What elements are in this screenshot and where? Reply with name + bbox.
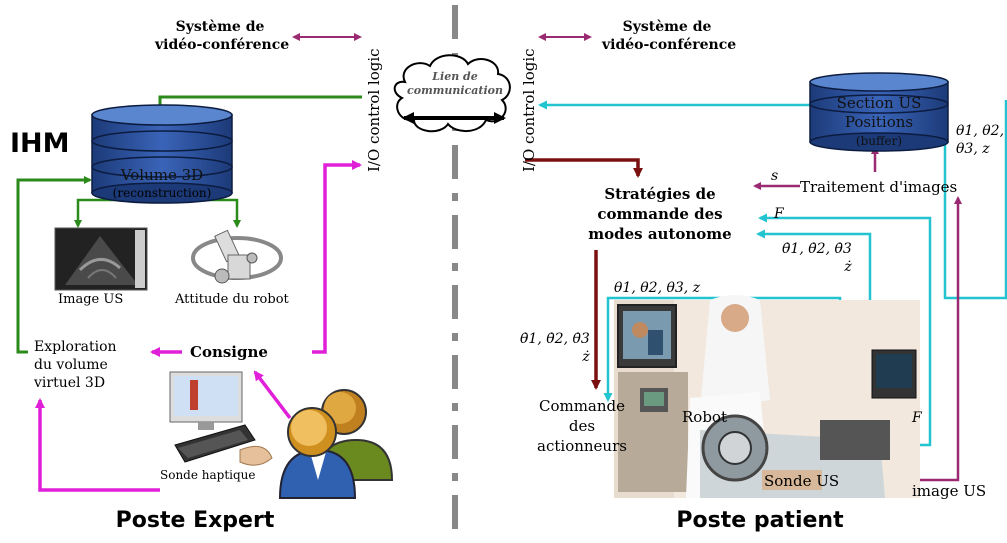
wire-volume-to-robot <box>160 198 241 228</box>
buffer-line3: (buffer) <box>855 134 903 148</box>
poste-expert-title: Poste Expert <box>115 508 275 533</box>
strategies-label: Stratégies de commande des modes autonom… <box>574 184 746 244</box>
traitement-label: Traitement d'images <box>800 178 958 196</box>
sonde-haptique-label: Sonde haptique <box>160 468 256 482</box>
haptic-workstation-icon <box>169 371 273 466</box>
wire-io-to-strategies <box>525 158 643 178</box>
theta-positions-label: θ1, θ2, θ3, z <box>956 122 1004 158</box>
buffer-line2: Positions <box>844 113 914 131</box>
theta-positions-line2: θ3, z <box>956 141 990 157</box>
F-label-robot: F <box>912 410 922 426</box>
theta-dot-line1: θ̇1, θ̇2, θ̇3 <box>782 241 852 257</box>
volume-3d-label: Volume 3D <box>120 166 204 184</box>
link-line2: communication <box>407 84 503 97</box>
buffer-line1: Section US <box>836 94 922 112</box>
commande-line1: Commande <box>538 397 626 415</box>
left-theta-dot-line1: θ̇1, θ̇2, θ̇3 <box>520 331 590 347</box>
communication-cloud <box>393 54 511 133</box>
commande-label: Commande des actionneurs <box>528 396 636 456</box>
commande-line3: actionneurs <box>537 437 627 455</box>
link-label: Lien de communication <box>400 70 510 98</box>
patient-visio-line2: vidéo-conférence <box>602 37 737 53</box>
robot-label: Robot <box>682 408 727 426</box>
exploration-line2: du volume <box>34 357 108 373</box>
volume-database-icon <box>91 104 233 204</box>
strategies-line3: modes autonome <box>588 225 732 243</box>
image-us-patient-label: image US <box>912 482 987 500</box>
patient-visio-line1: Système de <box>622 19 712 35</box>
theta-dot-line2: ż <box>844 259 852 275</box>
left-theta-dot-label: θ̇1, θ̇2, θ̇3 ż <box>520 330 590 366</box>
patient-visio-label: Système de vidéo-conférence <box>602 18 737 54</box>
patient-scene-photo <box>614 295 920 498</box>
exploration-line3: virtuel 3D <box>34 375 106 391</box>
wire-consigne-to-io <box>312 160 362 354</box>
users-icon <box>278 389 394 499</box>
expert-visio-label: Système de vidéo-conférence <box>155 18 290 54</box>
wire-exploration-to-volume <box>16 176 92 354</box>
image-us-label: Image US <box>58 292 124 307</box>
consigne-label: Consigne <box>190 343 268 361</box>
ultrasound-image-thumbnail <box>54 227 148 291</box>
theta-dot-label: θ̇1, θ̇2, θ̇3 ż <box>782 240 852 276</box>
left-theta-dot-line2: ż <box>582 349 590 365</box>
link-line1: Lien de <box>432 70 478 83</box>
robot-attitude-icon <box>191 229 283 284</box>
strategies-line1: Stratégies de <box>604 185 716 203</box>
exploration-line1: Exploration <box>34 339 117 355</box>
exploration-label: Exploration du volume virtuel 3D <box>34 338 117 392</box>
buffer-database-icon <box>809 72 949 152</box>
strategies-line2: commande des <box>597 205 723 223</box>
buffer-label: Section US Positions (buffer) <box>810 94 948 151</box>
sonde-us-label: Sonde US <box>764 472 840 490</box>
expert-visio-line1: Système de <box>175 19 265 35</box>
commande-line2: des <box>568 417 596 435</box>
expert-io-label: I/O control logic <box>365 48 383 172</box>
robot-attitude-label: Attitude du robot <box>175 292 289 307</box>
wire-user-to-consigne <box>253 370 292 420</box>
s-label: s <box>771 168 779 184</box>
poste-patient-title: Poste patient <box>676 508 844 533</box>
patient-io-label: I/O control logic <box>520 48 538 172</box>
volume-3d-sub: (reconstruction) <box>112 186 212 200</box>
theta-positions-line1: θ1, θ2, <box>956 123 1005 139</box>
F-label: F <box>774 206 784 222</box>
wire-haptic-to-exploration <box>35 398 160 492</box>
ihm-label: IHM <box>10 128 70 159</box>
theta-full-label: θ1, θ2, θ3, z <box>614 280 701 296</box>
expert-visio-line2: vidéo-conférence <box>155 37 290 53</box>
